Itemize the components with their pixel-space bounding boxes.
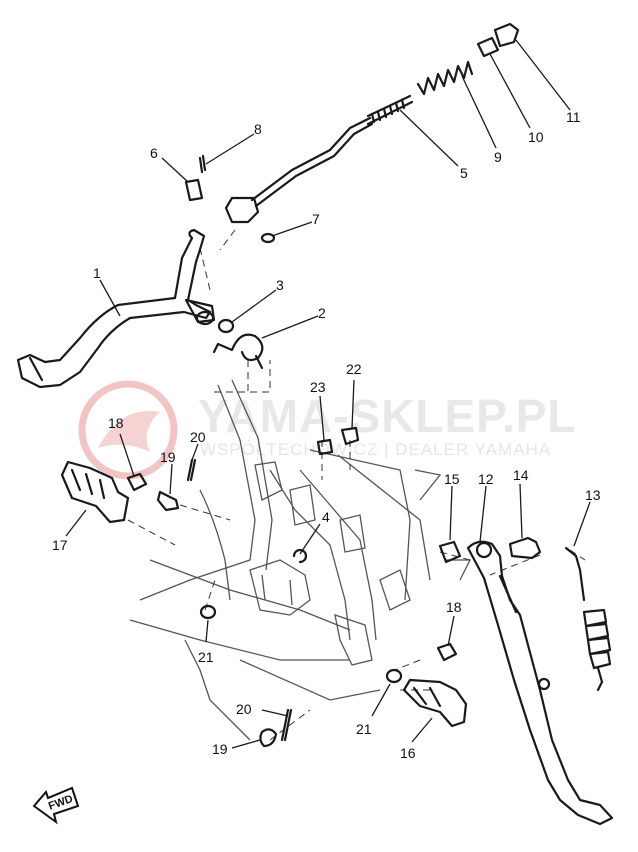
callout-18-upper: 18 bbox=[108, 415, 124, 431]
callout-13: 13 bbox=[585, 487, 601, 503]
callout-21-upper: 21 bbox=[198, 649, 214, 665]
footrest-pin-lower bbox=[259, 728, 278, 748]
callout-labels: 1 2 3 4 5 6 7 8 9 10 11 12 13 14 15 16 1… bbox=[52, 109, 601, 761]
callout-19-lower: 19 bbox=[212, 741, 228, 757]
callout-20-lower: 20 bbox=[236, 701, 252, 717]
callout-16: 16 bbox=[400, 745, 416, 761]
nut-23 bbox=[316, 438, 334, 456]
callout-10: 10 bbox=[528, 129, 544, 145]
footrest-spring-upper bbox=[126, 472, 148, 492]
brake-rod bbox=[224, 94, 414, 224]
callout-22: 22 bbox=[346, 361, 362, 377]
callout-8: 8 bbox=[254, 121, 262, 137]
callout-12: 12 bbox=[478, 471, 494, 487]
callout-1: 1 bbox=[93, 265, 101, 281]
callout-23: 23 bbox=[310, 379, 326, 395]
rod-joint bbox=[493, 22, 520, 48]
pin-and-cotter bbox=[184, 154, 207, 202]
collar-15 bbox=[438, 540, 462, 564]
collar-21-lower bbox=[385, 668, 403, 684]
callout-15: 15 bbox=[444, 471, 460, 487]
callout-20-upper: 20 bbox=[190, 429, 206, 445]
callout-4: 4 bbox=[322, 509, 330, 525]
callout-11: 11 bbox=[566, 109, 581, 125]
callout-7: 7 bbox=[312, 211, 320, 227]
collar-21-upper bbox=[199, 604, 217, 620]
callout-21-lower: 21 bbox=[356, 721, 372, 737]
sidestand bbox=[466, 540, 614, 826]
footrest-pin-upper bbox=[156, 490, 180, 512]
rod-spring bbox=[416, 60, 474, 96]
return-spring bbox=[212, 333, 264, 370]
watermark-logo bbox=[78, 380, 178, 480]
callout-17: 17 bbox=[52, 537, 68, 553]
sidestand-spring bbox=[564, 546, 612, 692]
circlip-4 bbox=[292, 548, 308, 564]
adjust-nut bbox=[476, 36, 500, 58]
washer-3 bbox=[217, 318, 235, 334]
cotter-pin-lower bbox=[280, 708, 293, 742]
callout-9: 9 bbox=[494, 149, 502, 165]
callout-18-lower: 18 bbox=[446, 599, 462, 615]
cotter-pin-upper bbox=[186, 458, 197, 482]
bolt-22 bbox=[340, 426, 360, 446]
leader-lines bbox=[65, 39, 591, 749]
callout-3: 3 bbox=[276, 277, 284, 293]
footrest-left bbox=[60, 460, 130, 524]
callout-5: 5 bbox=[460, 165, 468, 181]
fwd-arrow: FWD bbox=[32, 786, 80, 825]
brake-pedal bbox=[16, 228, 216, 389]
callout-6: 6 bbox=[150, 145, 158, 161]
callout-14: 14 bbox=[513, 467, 529, 483]
callout-2: 2 bbox=[318, 305, 326, 321]
washer-7 bbox=[260, 232, 276, 244]
watermark-subtitle: WSPÓŁTECHOWICZ | DEALER YAMAHA bbox=[200, 440, 551, 459]
callout-19-upper: 19 bbox=[160, 449, 176, 465]
watermark-title: YAMA-SKLEP.PL bbox=[198, 390, 577, 442]
sidestand-bolt bbox=[508, 536, 542, 560]
watermark: YAMA-SKLEP.PL WSPÓŁTECHOWICZ | DEALER YA… bbox=[78, 380, 577, 480]
footrest-spring-lower bbox=[436, 642, 458, 662]
footrest-right bbox=[402, 678, 468, 728]
